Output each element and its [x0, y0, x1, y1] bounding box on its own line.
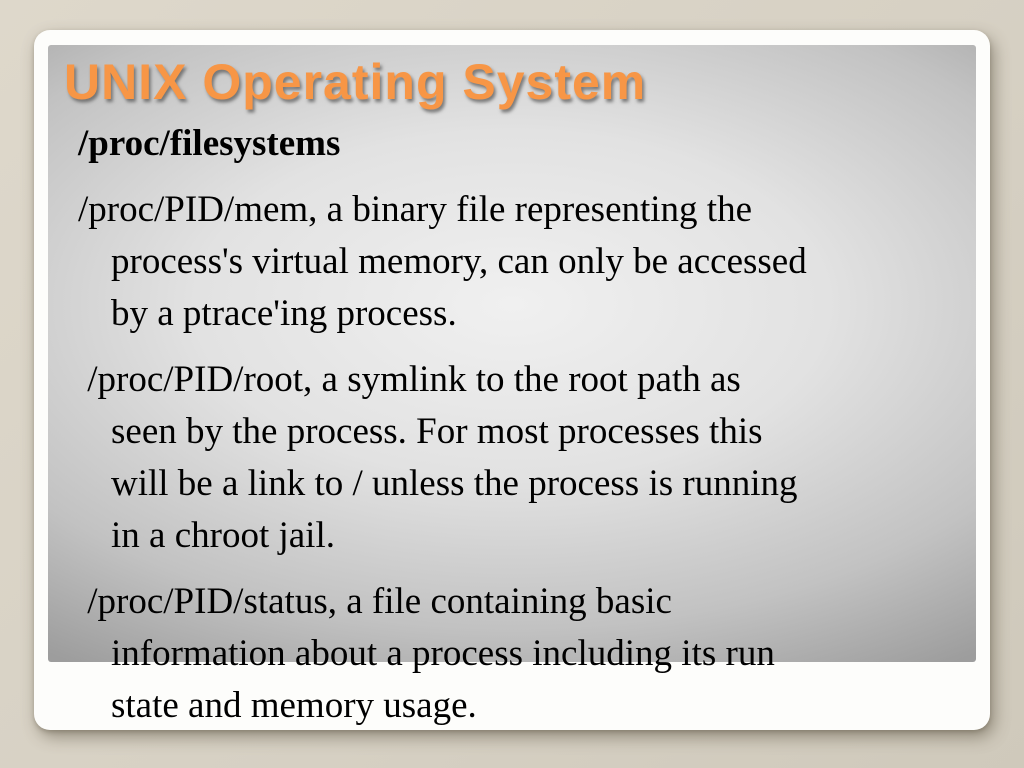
- slide-card: UNIX Operating System /proc/filesystems …: [34, 30, 990, 730]
- body-paragraph-proc-pid-root: /proc/PID/root, a symlink to the root pa…: [87, 359, 798, 556]
- body-paragraph-filesystems: /proc/filesystems: [78, 123, 341, 164]
- slide-title: UNIX Operating System: [64, 54, 647, 110]
- body-paragraph-proc-pid-mem: /proc/PID/mem, a binary file representin…: [78, 189, 807, 334]
- slide-content: UNIX Operating System /proc/filesystems …: [34, 30, 990, 746]
- slide-body: /proc/filesystems /proc/PID/mem, a binar…: [78, 118, 972, 732]
- content-panel-background: [48, 45, 976, 662]
- body-paragraph-proc-pid-status: /proc/PID/status, a file containing basi…: [87, 581, 775, 726]
